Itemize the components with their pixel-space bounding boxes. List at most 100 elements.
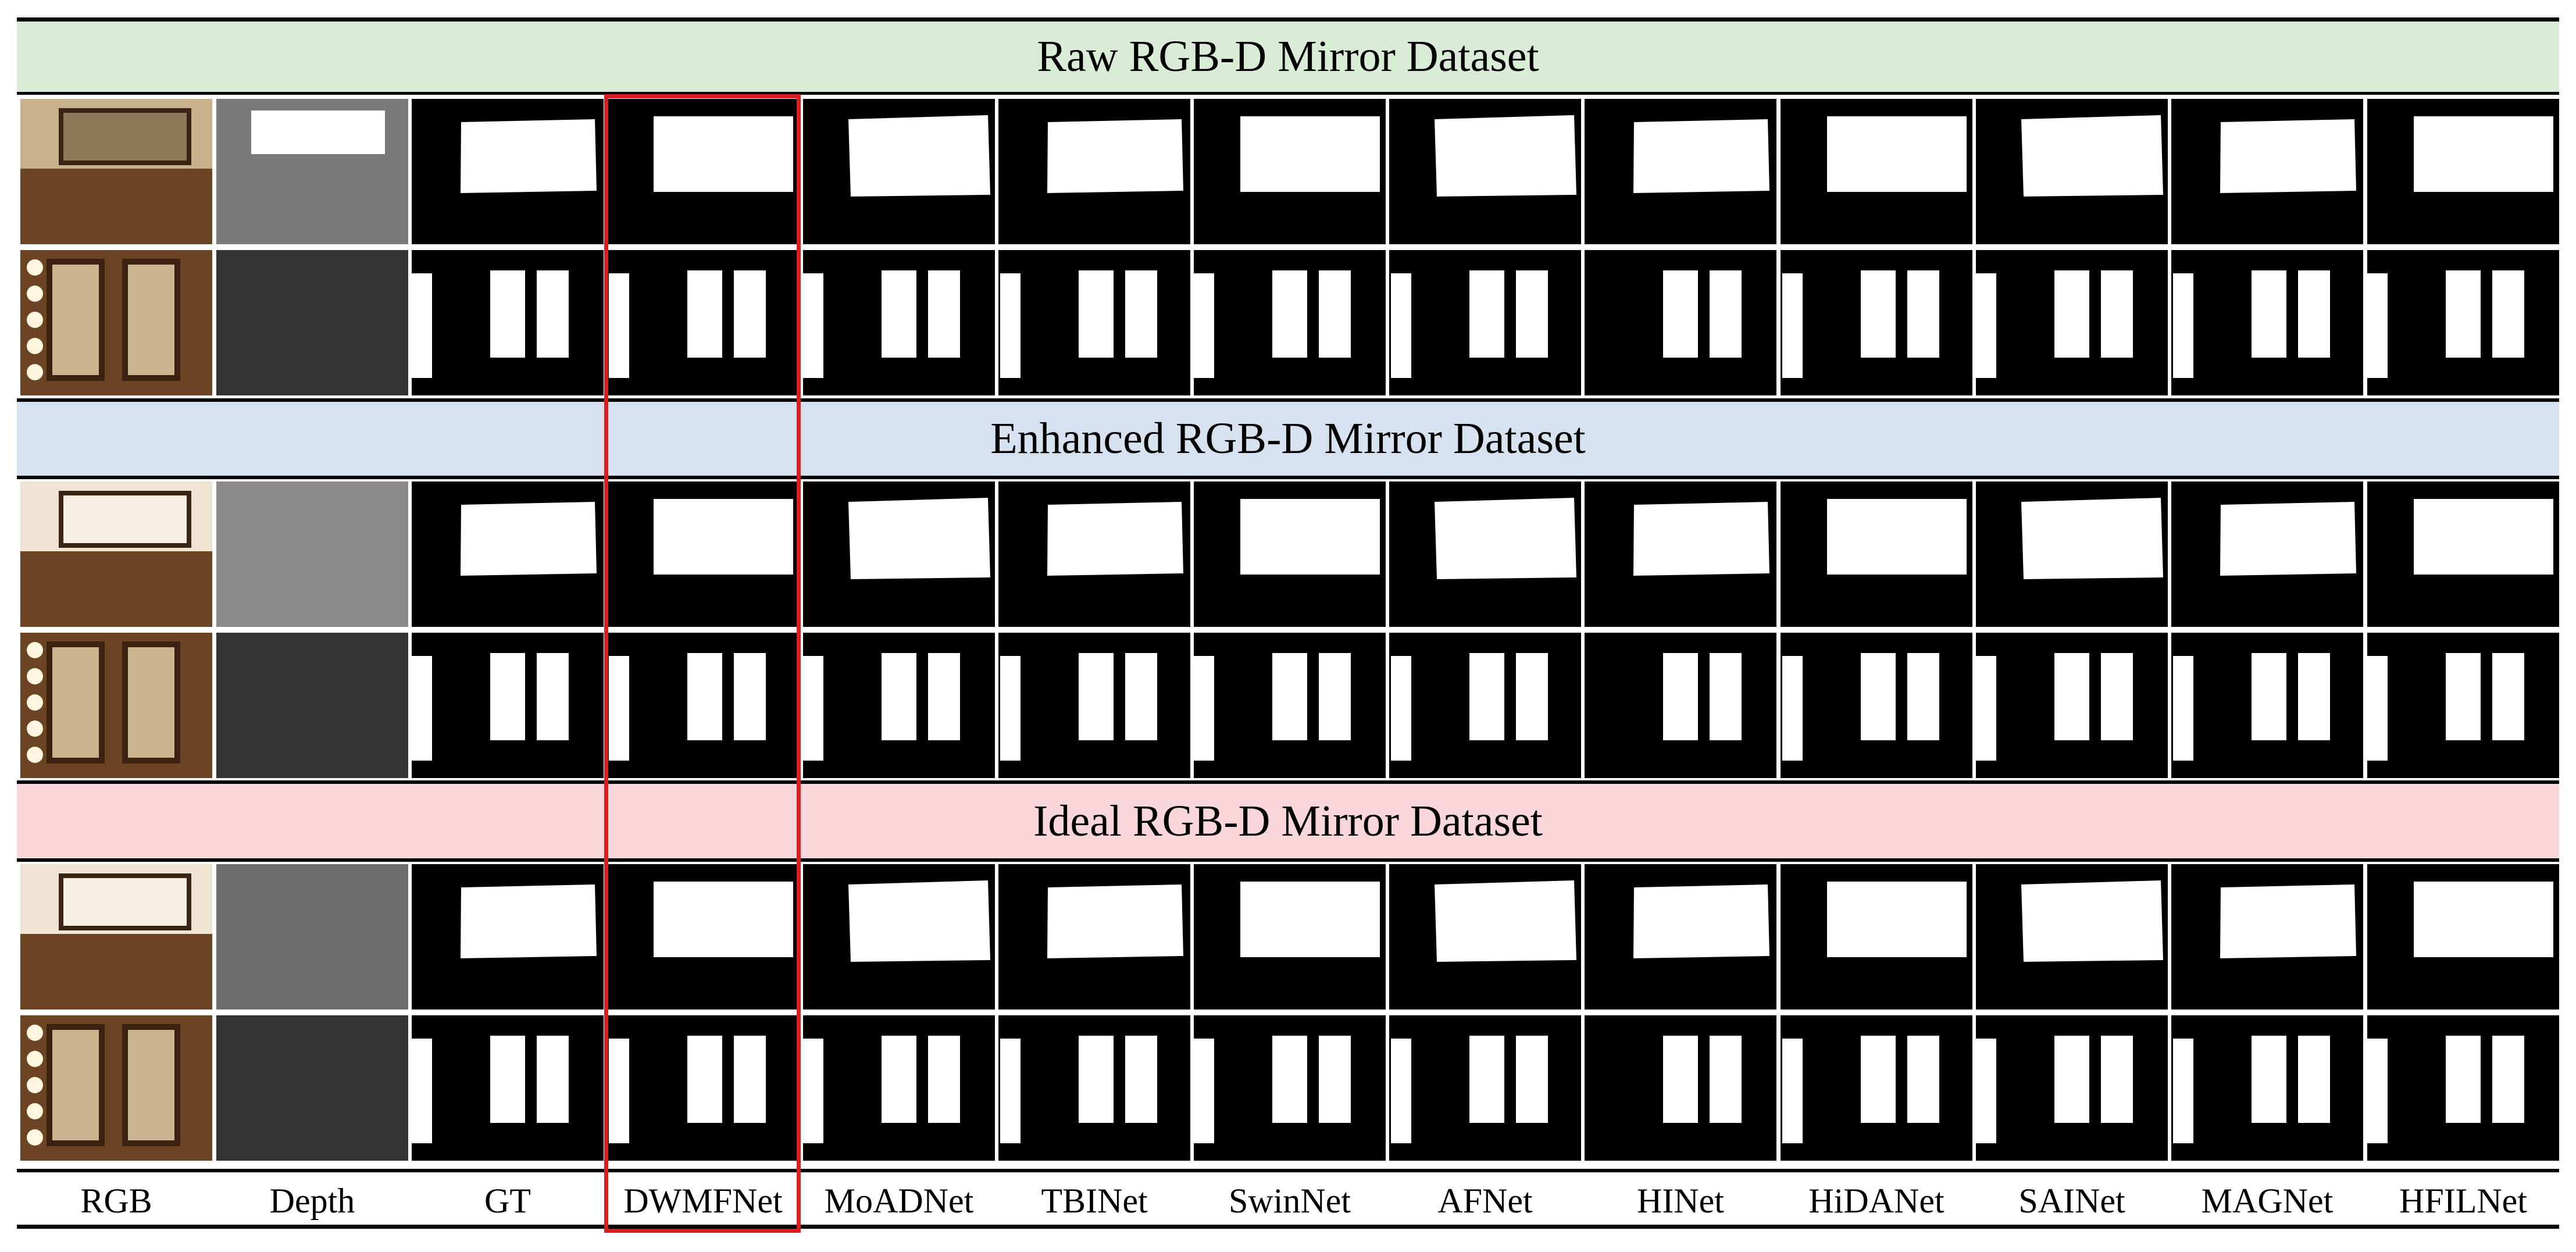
image-rgb	[20, 864, 212, 1010]
image-depth	[216, 633, 408, 778]
image-hfilnet	[2367, 481, 2559, 627]
column-label-hfilnet: HFILNet	[2399, 1181, 2527, 1220]
image-dwmfnet	[607, 250, 799, 395]
image-rgb	[20, 250, 212, 395]
image-hinet	[1585, 864, 1776, 1010]
image-depth	[216, 250, 408, 395]
image-sainet	[1976, 1015, 2168, 1161]
section-title-raw: Raw RGB-D Mirror Dataset	[17, 22, 2559, 92]
image-afnet	[1389, 99, 1581, 244]
image-tbinet	[998, 1015, 1190, 1161]
label-rule	[17, 1169, 2559, 1172]
image-rgb	[20, 99, 212, 244]
image-sainet	[1976, 481, 2168, 627]
image-hfilnet	[2367, 1015, 2559, 1161]
image-dwmfnet	[607, 633, 799, 778]
image-moadnet	[803, 481, 995, 627]
image-swinnet	[1194, 250, 1386, 395]
image-swinnet	[1194, 864, 1386, 1010]
image-afnet	[1389, 250, 1581, 395]
column-label-gt: GT	[484, 1181, 531, 1220]
image-gt	[412, 633, 604, 778]
image-magnet	[2171, 633, 2363, 778]
image-tbinet	[998, 481, 1190, 627]
column-label-depth: Depth	[269, 1181, 355, 1220]
image-moadnet	[803, 633, 995, 778]
image-tbinet	[998, 864, 1190, 1010]
image-hfilnet	[2367, 864, 2559, 1010]
section-rule	[17, 92, 2559, 95]
column-label-hinet: HINet	[1637, 1181, 1724, 1220]
image-tbinet	[998, 99, 1190, 244]
column-label-hidanet: HiDANet	[1808, 1181, 1945, 1220]
image-rgb	[20, 1015, 212, 1161]
image-depth	[216, 864, 408, 1010]
image-swinnet	[1194, 633, 1386, 778]
image-dwmfnet	[607, 481, 799, 627]
image-hfilnet	[2367, 99, 2559, 244]
image-moadnet	[803, 250, 995, 395]
section-title-enhanced: Enhanced RGB-D Mirror Dataset	[17, 402, 2559, 476]
column-label-dwmfnet: DWMFNet	[623, 1181, 783, 1220]
section-rule	[17, 780, 2559, 784]
image-swinnet	[1194, 481, 1386, 627]
image-magnet	[2171, 864, 2363, 1010]
image-dwmfnet	[607, 864, 799, 1010]
column-label-afnet: AFNet	[1437, 1181, 1533, 1220]
image-hinet	[1585, 250, 1776, 395]
image-gt	[412, 99, 604, 244]
image-hinet	[1585, 1015, 1776, 1161]
top-rule	[17, 17, 2559, 22]
image-hinet	[1585, 633, 1776, 778]
image-moadnet	[803, 99, 995, 244]
column-label-moadnet: MoADNet	[824, 1181, 974, 1220]
section-rule	[17, 858, 2559, 862]
image-swinnet	[1194, 1015, 1386, 1161]
image-gt	[412, 864, 604, 1010]
section-title-ideal: Ideal RGB-D Mirror Dataset	[17, 784, 2559, 858]
section-rule	[17, 398, 2559, 402]
image-magnet	[2171, 481, 2363, 627]
image-dwmfnet	[607, 99, 799, 244]
column-label-magnet: MAGNet	[2201, 1181, 2334, 1220]
image-afnet	[1389, 1015, 1581, 1161]
image-hfilnet	[2367, 250, 2559, 395]
image-moadnet	[803, 1015, 995, 1161]
image-hfilnet	[2367, 633, 2559, 778]
image-hidanet	[1781, 633, 1972, 778]
image-afnet	[1389, 864, 1581, 1010]
image-hidanet	[1781, 99, 1972, 244]
image-dwmfnet	[607, 1015, 799, 1161]
image-afnet	[1389, 481, 1581, 627]
image-hidanet	[1781, 864, 1972, 1010]
image-hinet	[1585, 481, 1776, 627]
image-sainet	[1976, 864, 2168, 1010]
image-rgb	[20, 481, 212, 627]
image-sainet	[1976, 250, 2168, 395]
image-hidanet	[1781, 481, 1972, 627]
image-magnet	[2171, 1015, 2363, 1161]
image-depth	[216, 99, 408, 244]
image-moadnet	[803, 864, 995, 1010]
image-rgb	[20, 633, 212, 778]
image-tbinet	[998, 250, 1190, 395]
image-tbinet	[998, 633, 1190, 778]
image-swinnet	[1194, 99, 1386, 244]
image-gt	[412, 481, 604, 627]
image-hidanet	[1781, 250, 1972, 395]
column-label-tbinet: TBINet	[1041, 1181, 1148, 1220]
bottom-rule	[17, 1225, 2559, 1229]
column-label-sainet: SAINet	[2018, 1181, 2125, 1220]
image-depth	[216, 481, 408, 627]
section-rule	[17, 476, 2559, 479]
image-magnet	[2171, 250, 2363, 395]
image-afnet	[1389, 633, 1581, 778]
column-label-swinnet: SwinNet	[1229, 1181, 1351, 1220]
image-depth	[216, 1015, 408, 1161]
image-magnet	[2171, 99, 2363, 244]
image-gt	[412, 250, 604, 395]
image-sainet	[1976, 99, 2168, 244]
image-sainet	[1976, 633, 2168, 778]
column-label-rgb: RGB	[80, 1181, 152, 1220]
image-hidanet	[1781, 1015, 1972, 1161]
